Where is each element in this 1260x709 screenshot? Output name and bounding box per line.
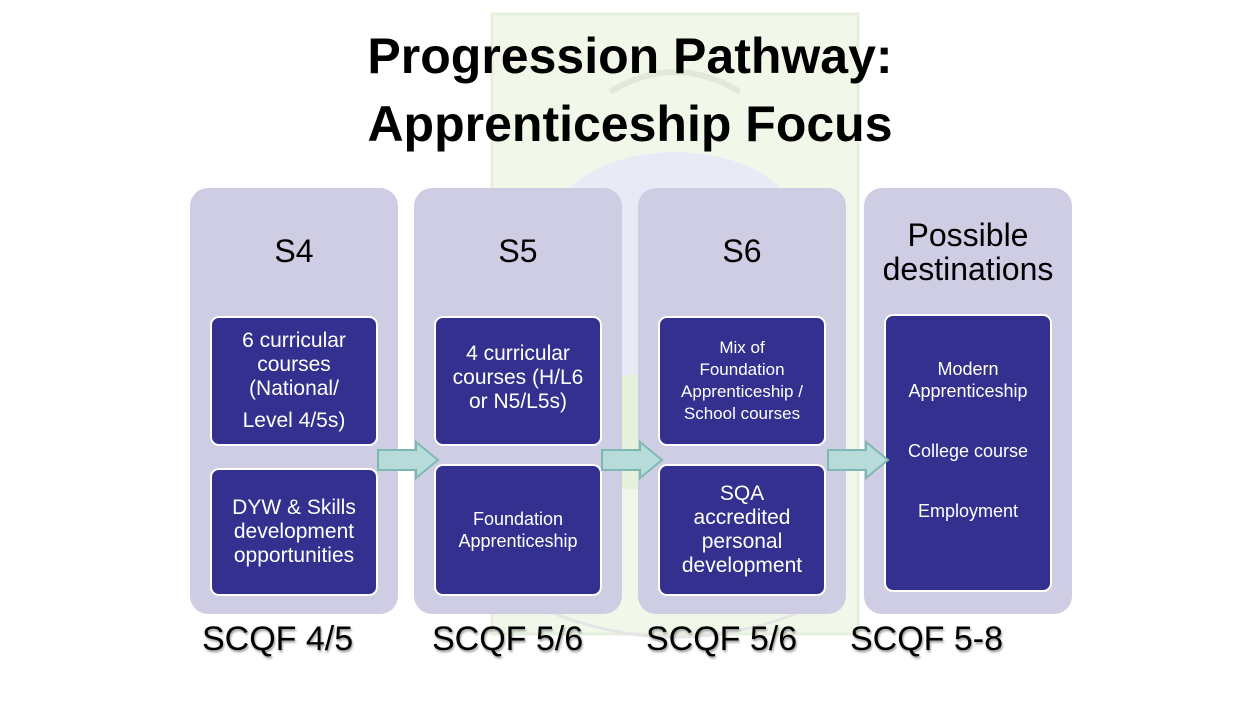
box-line: personal [701, 530, 783, 553]
box-line: DYW & Skills [232, 496, 356, 519]
heading-line: destinations [882, 251, 1054, 287]
box-line: Level 4/5s) [242, 409, 346, 432]
box-line: Apprenticeship / [681, 382, 803, 401]
arrow-right-icon [601, 440, 664, 480]
box-destinations: Modern Apprenticeship College course Emp… [884, 314, 1052, 592]
box-curricular-courses-s4: 6 curricular courses (National/ Level 4/… [210, 316, 378, 446]
box-line: accredited [693, 506, 791, 529]
column-s6: S6 Mix of Foundation Apprenticeship / Sc… [638, 188, 846, 614]
destination-line: College course [907, 441, 1029, 461]
box-sqa-personal-development: SQA accredited personal development [658, 464, 826, 596]
scqf-label-destinations: SCQF 5-8 [850, 620, 1004, 658]
column-destinations: Possible destinations Modern Apprentices… [864, 188, 1072, 614]
box-mix-of-courses: Mix of Foundation Apprenticeship / Schoo… [658, 316, 826, 446]
destination-line: Employment [917, 501, 1019, 521]
destination-line: Modern [937, 359, 999, 379]
column-s5: S5 4 curricular courses (H/L6 or N5/L5s)… [414, 188, 622, 614]
box-line: development [681, 554, 803, 577]
column-s4: S4 6 curricular courses (National/ Level… [190, 188, 398, 614]
arrow-right-icon [377, 440, 440, 480]
box-curricular-courses-s5: 4 curricular courses (H/L6 or N5/L5s) [434, 316, 602, 446]
box-line: or N5/L5s) [468, 390, 568, 413]
scqf-label-s5: SCQF 5/6 [432, 620, 584, 658]
box-line: Foundation [699, 360, 785, 379]
box-line: School courses [683, 404, 801, 423]
destination-line: Apprenticeship [908, 381, 1028, 401]
column-heading-s5: S5 [498, 233, 538, 269]
box-line: 6 curricular [242, 329, 346, 352]
box-line: Mix of [719, 338, 765, 357]
box-line: opportunities [233, 544, 355, 567]
box-line: courses (H/L6 [452, 366, 584, 389]
column-heading-s6: S6 [722, 233, 762, 269]
column-heading-destinations: Possible destinations [864, 218, 1072, 286]
column-heading-s4: S4 [274, 233, 314, 269]
box-line: Foundation [472, 509, 564, 529]
box-dyw-skills: DYW & Skills development opportunities [210, 468, 378, 596]
title-line-1: Progression Pathway: [367, 28, 893, 84]
heading-line: Possible [907, 217, 1029, 253]
box-line: SQA [719, 482, 765, 505]
box-line: development [233, 520, 355, 543]
box-line: 4 curricular [466, 342, 570, 365]
box-line: courses [257, 353, 331, 376]
box-line: Apprenticeship [458, 531, 578, 551]
page-title: Progression Pathway: Apprenticeship Focu… [0, 22, 1260, 158]
box-foundation-apprenticeship: Foundation Apprenticeship [434, 464, 602, 596]
arrow-right-icon [827, 440, 890, 480]
title-line-2: Apprenticeship Focus [367, 96, 893, 152]
scqf-label-s6: SCQF 5/6 [646, 620, 798, 658]
scqf-label-s4: SCQF 4/5 [202, 620, 354, 658]
box-line: (National/ [249, 377, 339, 400]
